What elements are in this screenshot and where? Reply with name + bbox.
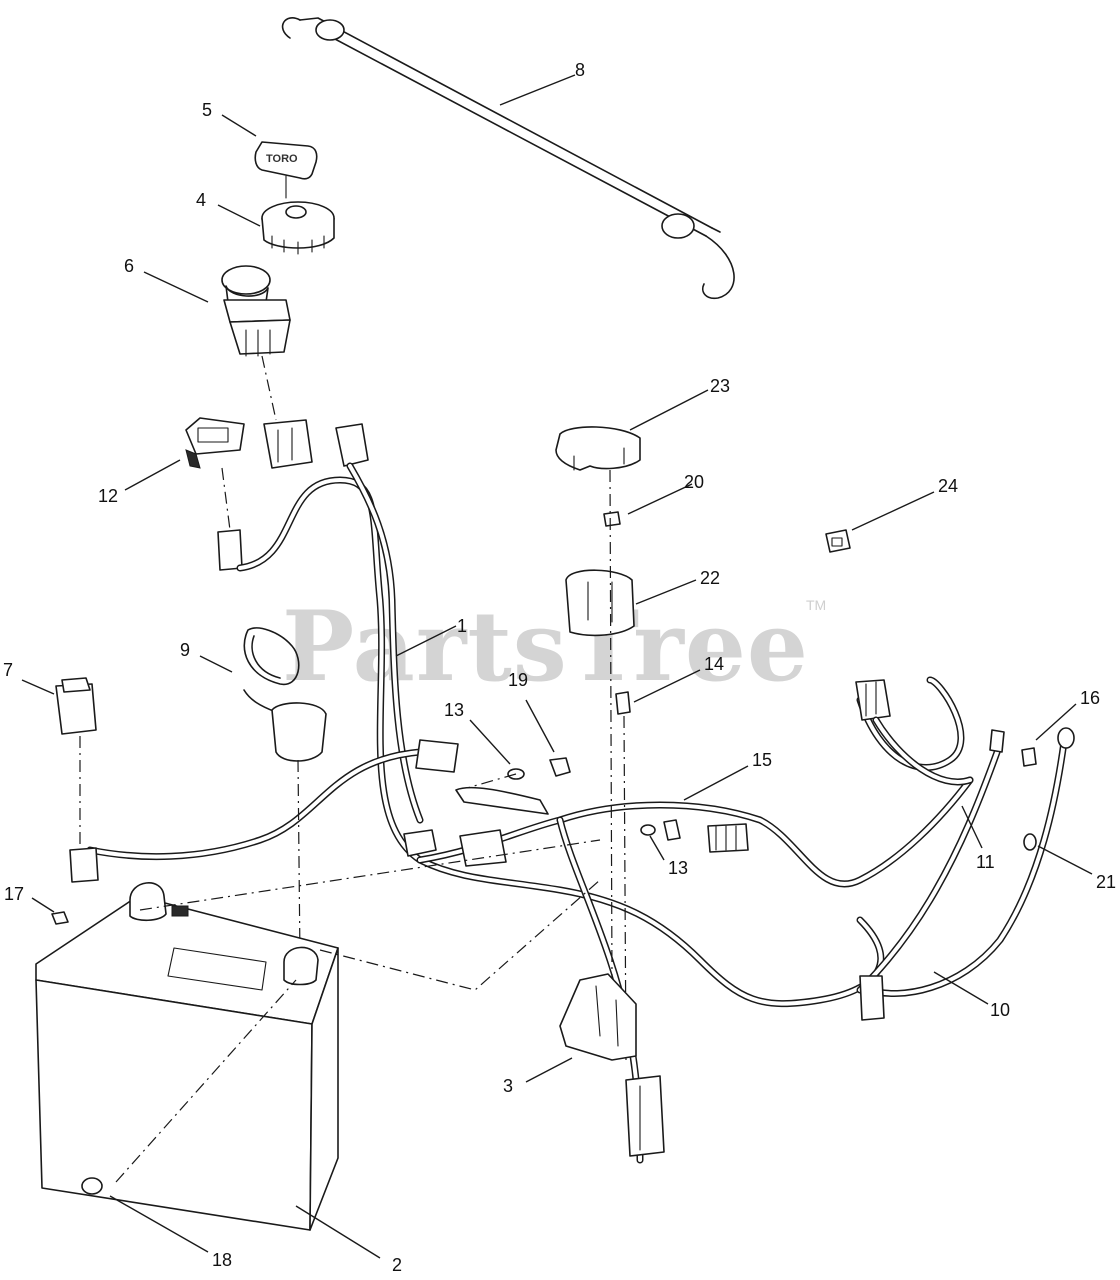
watermark-text: PartsTree: [282, 590, 809, 703]
callout-8: 8: [575, 60, 585, 80]
callout-labels: 1 2 3 4 5 6 7 8 9 10 11 12 13 13 14 15 1…: [3, 60, 1116, 1275]
part-bracket: [559, 973, 665, 1157]
callout-14: 14: [704, 654, 724, 674]
callout-23: 23: [710, 376, 730, 396]
callout-13a: 13: [444, 700, 464, 720]
part-hour-meter: [185, 417, 245, 571]
part-battery: [35, 839, 601, 1231]
watermark-trademark: TM: [806, 597, 826, 613]
leader-lines: [21, 74, 1093, 1259]
callout-3: 3: [503, 1076, 513, 1096]
callout-16: 16: [1080, 688, 1100, 708]
key-label: TORO: [266, 153, 298, 165]
callout-13b: 13: [668, 858, 688, 878]
part-key: TORO: [254, 141, 318, 199]
callout-22: 22: [700, 568, 720, 588]
part-connector-a: [263, 419, 313, 469]
callout-1: 1: [457, 616, 467, 636]
callout-19: 19: [508, 670, 528, 690]
part-seat-switch: [55, 677, 99, 883]
callout-7: 7: [3, 660, 13, 680]
part-ignition-switch: [261, 201, 335, 255]
callout-12: 12: [98, 486, 118, 506]
callout-5: 5: [202, 100, 212, 120]
callout-21: 21: [1096, 872, 1116, 892]
part-right-cables: [855, 679, 1075, 1021]
callout-20: 20: [684, 472, 704, 492]
callout-18: 18: [212, 1250, 232, 1270]
callout-9: 9: [180, 640, 190, 660]
part-cable-boot: [243, 627, 327, 961]
callout-15: 15: [752, 750, 772, 770]
part-hardware-19-13: [455, 757, 681, 841]
callout-24: 24: [938, 476, 958, 496]
part-connector-b: [335, 423, 369, 467]
part-pto-switch: [221, 265, 291, 421]
callout-2: 2: [392, 1255, 402, 1275]
part-cover-assembly: [555, 426, 641, 1061]
part-clip: [825, 529, 851, 553]
callout-10: 10: [990, 1000, 1010, 1020]
callout-17: 17: [4, 884, 24, 904]
callout-6: 6: [124, 256, 134, 276]
callout-11: 11: [976, 852, 995, 872]
callout-4: 4: [196, 190, 206, 210]
part-rod: [281, 17, 735, 300]
